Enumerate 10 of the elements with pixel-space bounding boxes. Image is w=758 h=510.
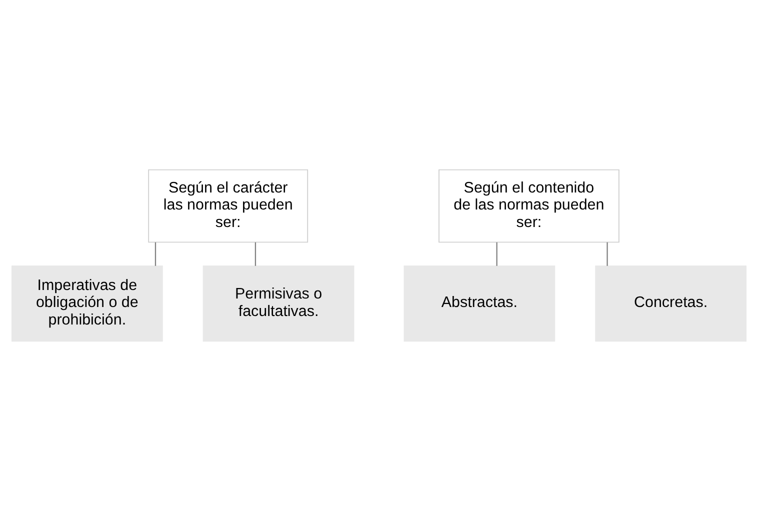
connector: [606, 242, 608, 266]
node-box: Según el contenido de las normas pueden ser:: [438, 168, 620, 242]
node-box: Permisivas o facultativas.: [202, 265, 354, 342]
connector: [154, 242, 156, 266]
connector: [496, 242, 498, 266]
connector: [254, 242, 256, 266]
node-box: Según el carácter las normas pueden ser:: [148, 168, 308, 242]
node-box: Imperativas de obligación o de prohibición.: [11, 265, 163, 342]
node-box: Concretas.: [595, 265, 747, 342]
node-box: Abstractas.: [404, 265, 556, 342]
